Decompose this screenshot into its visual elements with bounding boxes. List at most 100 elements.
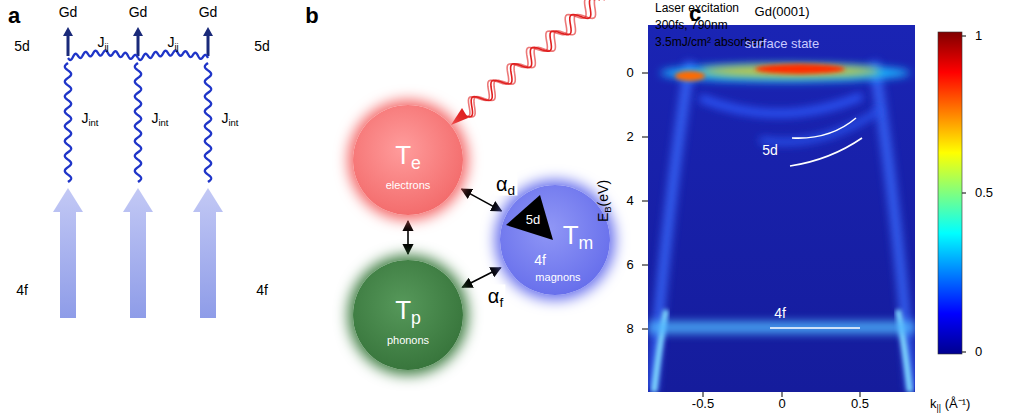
node-text: 4f — [534, 253, 546, 268]
text-run: Gd — [59, 4, 78, 20]
arpes-image — [648, 62, 915, 392]
arpes-image — [642, 25, 966, 397]
atom-label: Gd — [129, 4, 148, 20]
arpes-image — [760, 110, 880, 142]
text-run: 5d — [526, 212, 540, 227]
colorbar-tick: 0 — [975, 345, 982, 360]
wedge-5d — [506, 195, 553, 240]
node-text: magnons — [535, 271, 580, 283]
text-run: 5d — [762, 142, 778, 158]
text-run: 6 — [626, 257, 633, 272]
node-text: phonons — [387, 334, 429, 346]
exchange-wave — [138, 50, 208, 60]
atom-label: Gd — [59, 4, 78, 20]
text-run: α — [488, 284, 500, 306]
panel-letter: a — [8, 3, 20, 28]
exchange-label: Jij — [167, 34, 178, 50]
node-text: Tm — [563, 221, 594, 250]
tick-label: -0.5 — [692, 397, 714, 412]
exchange-label: Jint — [221, 110, 238, 126]
text-run: -0.5 — [692, 396, 714, 411]
panel-title: Gd(0001) — [755, 5, 810, 20]
text-run: 4 — [626, 193, 633, 208]
tick-label: 6 — [626, 258, 633, 273]
exchange-label: Jint — [81, 110, 98, 126]
atom-label: Gd — [199, 4, 218, 20]
temperature-bath-circle: Te electrons — [353, 105, 463, 215]
spin-5d-arrow — [133, 27, 143, 56]
text-run: J — [151, 110, 158, 126]
text-run: Gd — [199, 4, 218, 20]
exchange-wave — [205, 63, 211, 182]
spin-5d-arrow — [203, 27, 213, 56]
tick-label: 0.5 — [851, 397, 869, 412]
text-run: J — [167, 34, 174, 50]
tick-label: 4 — [626, 194, 633, 209]
tick-label: 8 — [626, 322, 633, 337]
text-run: 2 — [626, 129, 633, 144]
text-run: T — [395, 295, 411, 325]
node-text: Te — [395, 141, 421, 170]
text-run: b — [305, 3, 318, 28]
subscript-run: ij — [104, 41, 108, 52]
orbital-label: 5d — [14, 38, 30, 54]
subscript-run: p — [411, 308, 421, 328]
spin-4f-arrow — [123, 188, 153, 318]
laser-beam — [451, 108, 468, 125]
node-text: Tp — [395, 296, 421, 325]
node-text: electrons — [386, 179, 431, 191]
exchange-wave — [65, 63, 71, 182]
text-run: 8 — [626, 321, 633, 336]
text-run: Gd(0001) — [755, 4, 810, 19]
panel-letter: c — [689, 1, 701, 26]
text-run: 0 — [626, 65, 633, 80]
coupling-arrow — [407, 221, 409, 254]
text-run: 5d — [14, 38, 30, 54]
text-run: J — [221, 110, 228, 126]
axis-tick — [962, 36, 966, 352]
subscript-run: int — [228, 117, 238, 128]
axis-tick — [642, 36, 966, 397]
exchange-label: Jij — [97, 34, 108, 50]
text-run: phonons — [387, 334, 429, 346]
text-run: electrons — [386, 179, 431, 191]
band-marker — [790, 138, 862, 166]
subscript-run: ij — [174, 41, 178, 52]
text-run: a — [8, 3, 20, 28]
text-run: T — [563, 220, 579, 250]
panel-letter: b — [305, 3, 318, 28]
text-run: 4f — [16, 282, 28, 298]
text-run: surface state — [745, 36, 819, 51]
arpes-image — [700, 65, 880, 77]
subscript-run: int — [158, 117, 168, 128]
exchange-wave — [68, 50, 138, 60]
colorbar-tick: 1 — [975, 29, 982, 44]
text-run: Gd — [129, 4, 148, 20]
axis-title: EB(eV) — [595, 180, 611, 222]
subscript-run: e — [411, 153, 421, 173]
text-run: J — [81, 110, 88, 126]
text-run: c — [689, 1, 701, 26]
text-run: 0.5 — [851, 396, 869, 411]
arpes-image — [648, 321, 915, 334]
subscript-run: f — [499, 294, 503, 309]
band-marker — [770, 118, 862, 328]
exchange-label: Jint — [151, 110, 168, 126]
temperature-bath-circle: Tp phonons — [353, 260, 463, 370]
text-run: 4f — [256, 282, 268, 298]
image-label: 4f — [774, 305, 786, 321]
image-label: surface state — [745, 37, 819, 52]
axis-title: k|| (Å⁻¹) — [930, 397, 970, 412]
arpes-image — [652, 62, 690, 392]
spin-4f-arrow — [53, 188, 83, 318]
text-run: 0 — [778, 396, 785, 411]
tick-label: 2 — [626, 130, 633, 145]
colorbar-tick: 0.5 — [975, 186, 993, 201]
coupling-label: αf — [486, 284, 505, 307]
text-run: 4f — [534, 252, 546, 268]
